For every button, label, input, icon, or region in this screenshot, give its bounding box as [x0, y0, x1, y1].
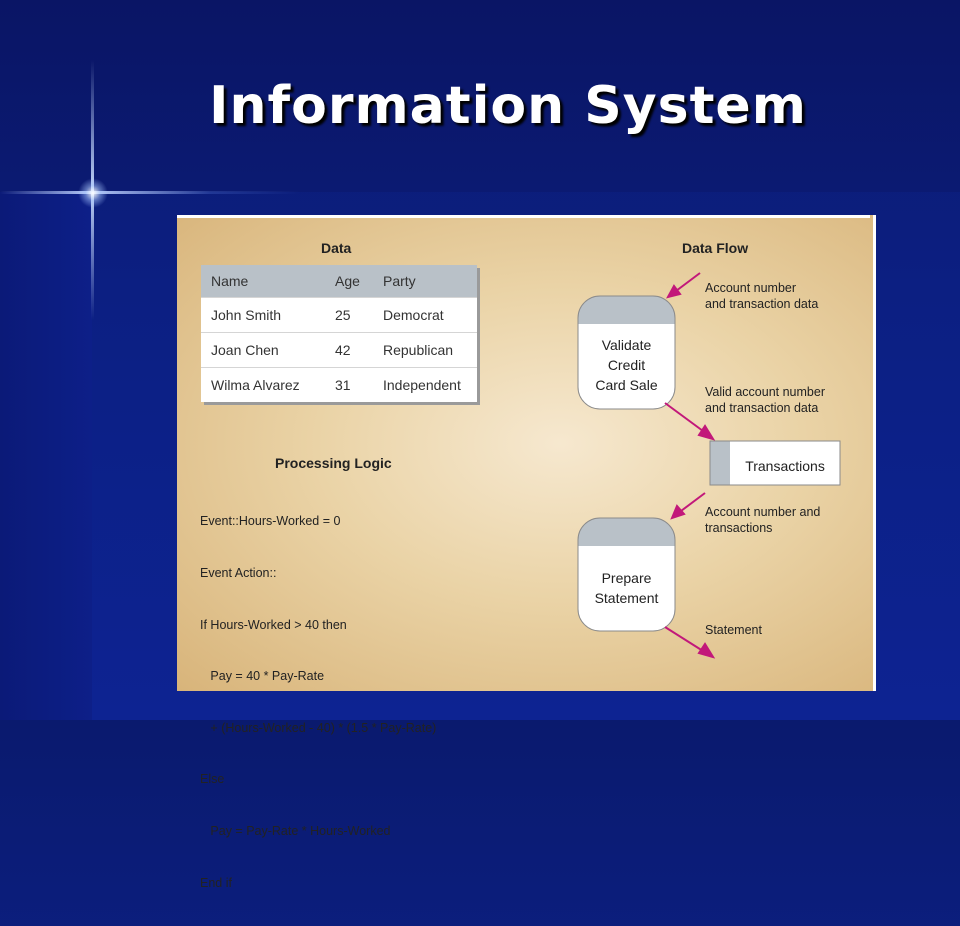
code-line: Event::Hours-Worked = 0: [200, 514, 341, 529]
table-cell: 25: [325, 297, 373, 333]
flow-label-from-store: Account number and transactions: [705, 504, 820, 536]
light-flare-center: [78, 178, 108, 208]
table-cell: Wilma Alvarez: [201, 367, 325, 402]
flow-arrow-output: [664, 626, 716, 659]
code-line: Event Action::: [200, 566, 277, 580]
light-flare-horizontal: [0, 191, 300, 194]
flow-label-line: Valid account number: [705, 385, 825, 399]
flow-label-line: transactions: [705, 521, 773, 535]
code-line: If Hours-Worked > 40 then: [200, 617, 347, 632]
flow-label-line: Account number: [705, 281, 797, 295]
flow-label-line: and transaction data: [705, 297, 819, 311]
title-background-band: [0, 0, 960, 192]
flow-label-input: Account number and transaction data: [705, 280, 818, 312]
process-label-line: Validate: [601, 337, 652, 353]
table-cell: Democrat: [373, 297, 477, 333]
table-row: Wilma Alvarez 31 Independent: [201, 367, 477, 402]
table-row: John Smith 25 Democrat: [201, 297, 477, 333]
table-cell: 42: [325, 332, 373, 368]
process-validate-label: Validate Credit Card Sale: [578, 335, 675, 395]
process-label-line: Credit: [607, 357, 646, 373]
flow-arrow-to-store: [664, 402, 716, 441]
table-cell: Joan Chen: [201, 332, 325, 368]
code-line: End if: [200, 875, 232, 890]
table-cell: 31: [325, 367, 373, 402]
code-line: + (Hours-Worked - 40) * (1.5 * Pay-Rate): [200, 720, 437, 735]
flow-label-line: Account number and: [705, 505, 821, 519]
process-prepare-statement: [577, 517, 676, 632]
code-line: Pay = Pay-Rate * Hours-Worked: [200, 823, 391, 838]
process-label-line: Card Sale: [595, 377, 658, 393]
table-row: Joan Chen 42 Republican: [201, 332, 477, 368]
table-cell: John Smith: [201, 297, 325, 333]
flow-label-validated: Valid account number and transaction dat…: [705, 384, 825, 416]
flow-arrow-input: [666, 272, 701, 299]
process-label-line: Statement: [594, 590, 659, 606]
flow-arrow-from-store: [670, 492, 706, 520]
process-statement-label: Prepare Statement: [578, 568, 675, 608]
process-validate-credit-card: [577, 295, 676, 410]
table-header-row: Name Age Party: [201, 265, 477, 298]
flow-label-output: Statement: [705, 622, 762, 638]
data-store-transactions: [709, 440, 841, 486]
flow-label-line: and transaction data: [705, 401, 819, 415]
data-flow-heading: Data Flow: [682, 240, 749, 256]
table-cell: Republican: [373, 332, 477, 368]
data-heading: Data: [321, 240, 352, 256]
process-label-line: Prepare: [601, 570, 652, 586]
column-header-name: Name: [201, 265, 325, 298]
slide-title: Information System: [209, 76, 807, 136]
code-line: Else: [200, 772, 225, 787]
column-header-party: Party: [373, 265, 477, 298]
data-flow-diagram: [577, 272, 841, 659]
code-line: Pay = 40 * Pay-Rate: [200, 669, 325, 684]
processing-logic-heading: Processing Logic: [275, 455, 392, 471]
data-store-label: Transactions: [745, 458, 825, 474]
table-cell: Independent: [373, 367, 477, 402]
flow-label-line: Statement: [705, 623, 762, 637]
diagram-panel: Data Name Age Party John Smith 25 Democr…: [177, 215, 876, 890]
data-table: Name Age Party John Smith 25 Democrat Jo…: [201, 265, 477, 402]
column-header-age: Age: [325, 265, 373, 298]
